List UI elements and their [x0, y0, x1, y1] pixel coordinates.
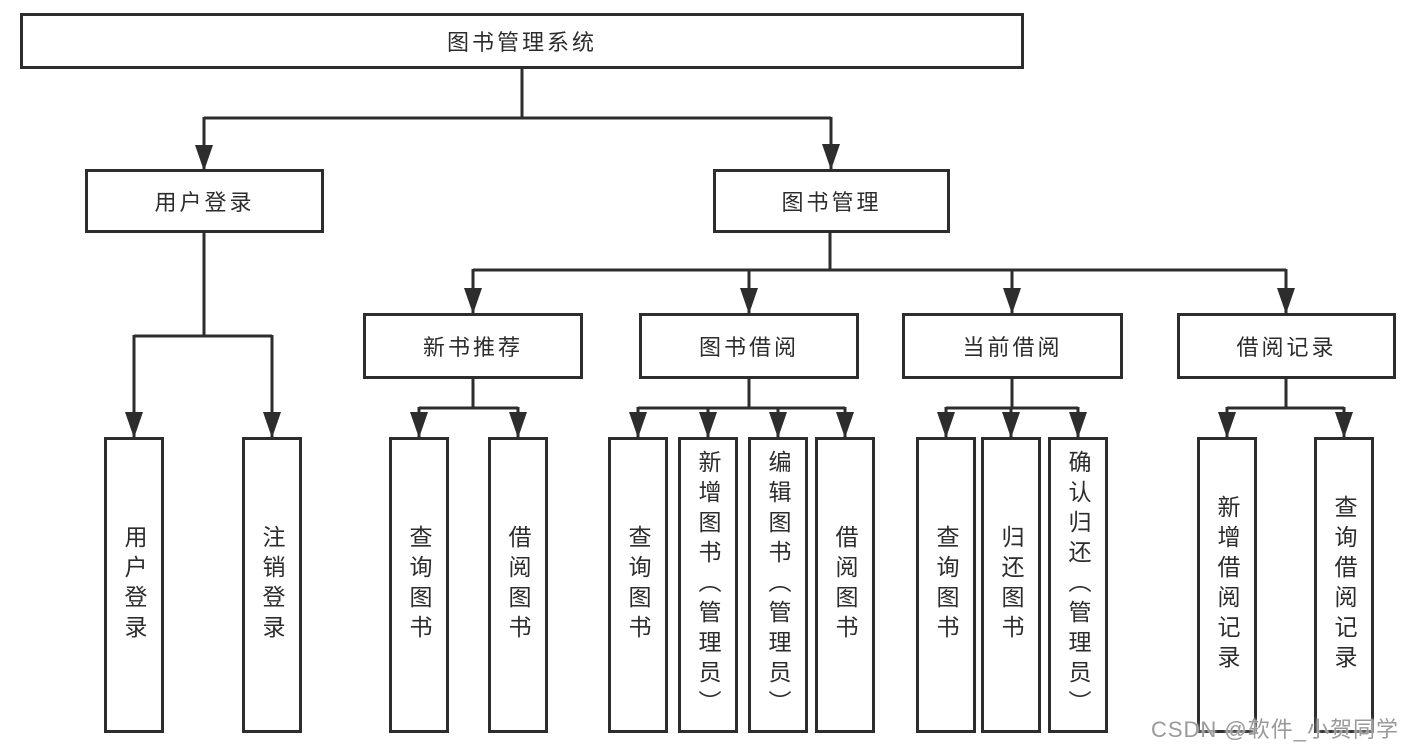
node-book-borrowing: 图书借阅 — [639, 313, 859, 379]
leaf-logout: 注销登录 — [242, 437, 302, 733]
leaf-current-query-book: 查询图书 — [916, 437, 976, 733]
leaf-records-query-record: 查询借阅记录 — [1314, 437, 1374, 733]
node-borrowing-records: 借阅记录 — [1177, 313, 1396, 379]
leaf-borrowing-query-book: 查询图书 — [608, 437, 668, 733]
leaf-borrowing-borrow-book: 借阅图书 — [815, 437, 875, 733]
node-book-management: 图书管理 — [713, 169, 950, 233]
leaf-borrowing-add-book-admin: 新增图书（管理员） — [678, 437, 738, 733]
node-current-borrowing: 当前借阅 — [902, 313, 1123, 379]
node-user-login: 用户登录 — [85, 169, 324, 233]
leaf-current-return-book: 归还图书 — [981, 437, 1041, 733]
watermark: CSDN @软件_小贺同学 — [1150, 717, 1399, 742]
leaf-user-login: 用户登录 — [104, 437, 164, 733]
leaf-borrowing-edit-book-admin: 编辑图书（管理员） — [748, 437, 808, 733]
leaf-recommend-query-book: 查询图书 — [389, 437, 449, 733]
node-new-book-recommendation: 新书推荐 — [363, 313, 583, 379]
leaf-recommend-borrow-book: 借阅图书 — [488, 437, 548, 733]
node-root: 图书管理系统 — [20, 13, 1024, 69]
leaf-current-confirm-return-admin: 确认归还（管理员） — [1048, 437, 1108, 733]
leaf-records-add-record: 新增借阅记录 — [1197, 437, 1257, 733]
